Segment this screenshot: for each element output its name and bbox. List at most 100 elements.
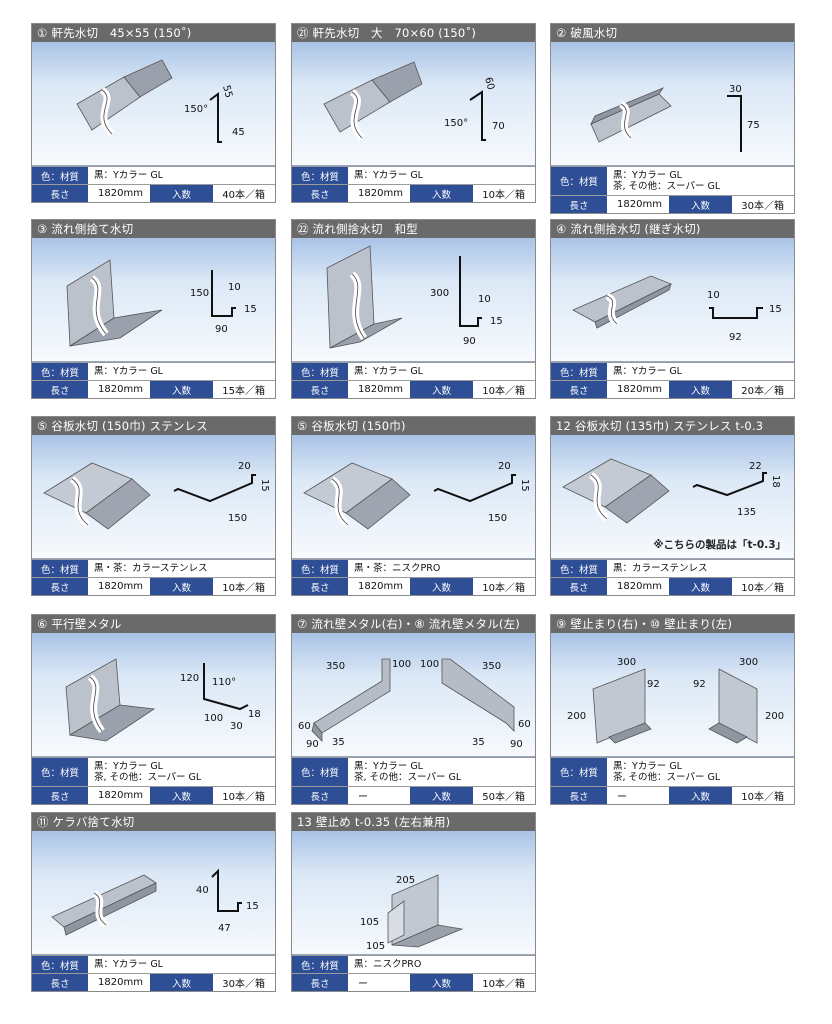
product-image: 20 15 150	[292, 435, 535, 559]
dim-label: 105	[366, 941, 385, 952]
dim-label: 10	[478, 294, 491, 305]
length-label: 長さ	[551, 380, 607, 398]
spec-table: 色：材質 黒：Yカラー GL 長さ 1820mm 入数 10本／箱	[292, 362, 535, 398]
dim-label: 70	[492, 121, 505, 132]
length-value: 1820mm	[88, 380, 151, 398]
quantity-label: 入数	[410, 786, 473, 804]
product-title: ⑤ 谷板水切 (150巾) ステンレス	[32, 417, 275, 435]
product-image: 150 10 15 90	[32, 238, 275, 362]
cross-section	[211, 868, 242, 912]
quantity-value: 10本／箱	[212, 577, 275, 595]
quantity-label: 入数	[150, 380, 213, 398]
dim-label: 20	[498, 461, 511, 472]
material-value: 黒・茶：カラーステンレス	[88, 559, 275, 578]
dim-label: 300	[617, 657, 636, 668]
length-label: 長さ	[292, 786, 348, 804]
dim-label: 90	[215, 324, 228, 335]
product-card-4: ③ 流れ側捨て水切 150 10 15 90 色：材質 黒：Yカラー GL 長さ…	[31, 219, 276, 399]
quantity-value: 30本／箱	[731, 195, 794, 213]
length-label: 長さ	[32, 380, 88, 398]
product-illustration: 20 15 150	[303, 461, 530, 530]
product-title: ⑤ 谷板水切 (150巾)	[292, 417, 535, 435]
cross-section	[211, 270, 236, 317]
quantity-value: 15本／箱	[212, 380, 275, 398]
product-title: ③ 流れ側捨て水切	[32, 220, 275, 238]
spec-table: 色：材質 黒：ニスクPRO 長さ ー 入数 10本／箱	[292, 955, 535, 991]
product-image: 55 150° 45	[32, 42, 275, 166]
color-material-label: 色：材質	[292, 362, 348, 381]
length-value: ー	[348, 786, 411, 804]
cross-section	[692, 472, 767, 497]
dim-label: 60	[298, 721, 311, 732]
product-image: 40 15 47	[32, 831, 275, 955]
dim-label: 300	[430, 288, 449, 299]
dim-label: 90	[306, 739, 319, 750]
left-wall-metal	[441, 658, 515, 732]
verge-flashing-shape	[51, 874, 157, 936]
length-value: 1820mm	[88, 786, 151, 804]
quantity-label: 入数	[669, 380, 732, 398]
dim-label: 55	[220, 84, 234, 99]
product-illustration: 40 15 47	[51, 868, 259, 936]
valley-flashing-shape	[562, 458, 670, 524]
dim-label: 105	[360, 917, 379, 928]
left-wall-stop	[708, 668, 758, 744]
product-card-1: ① 軒先水切 45×55 (150˚) 55 150° 45 色：材質 黒：Yカ…	[31, 23, 276, 203]
dim-label: 92	[693, 679, 706, 690]
spec-table: 色：材質 黒・茶：ニスクPRO 長さ 1820mm 入数 10本／箱	[292, 559, 535, 595]
cross-section	[203, 663, 249, 711]
material-value: 黒：ニスクPRO	[348, 955, 535, 974]
length-label: 長さ	[32, 577, 88, 595]
quantity-value: 30本／箱	[212, 973, 275, 991]
spec-table: 色：材質 黒：Yカラー GL 長さ 1820mm 入数 20本／箱	[551, 362, 794, 398]
quantity-label: 入数	[150, 786, 213, 804]
color-material-label: 色：材質	[551, 362, 607, 381]
dim-label: 120	[180, 673, 199, 684]
dim-label: 350	[482, 661, 501, 672]
product-card-14: 13 壁止め t-0.35 (左右兼用) 205 105 105 色：材質 黒：…	[291, 812, 536, 992]
dim-label: 18	[248, 709, 261, 720]
product-card-12: ⑨ 壁止まり(右)・⑩ 壁止まり(左) 300 92 200 300 92 20…	[550, 614, 795, 805]
material-value: 黒：Yカラー GL	[88, 362, 275, 381]
quantity-value: 50本／箱	[472, 786, 535, 804]
product-image: 205 105 105	[292, 831, 535, 955]
product-title: ⑦ 流れ壁メタル(右)・⑧ 流れ壁メタル(左)	[292, 615, 535, 633]
quantity-value: 10本／箱	[472, 973, 535, 991]
cross-section	[433, 474, 516, 503]
flashing-3d-shape	[572, 275, 672, 329]
product-card-6: ④ 流れ側捨水切 (継ぎ水切) 10 15 92 色：材質 黒：Yカラー GL …	[550, 219, 795, 399]
material-value: 黒：Yカラー GL	[348, 166, 535, 185]
quantity-label: 入数	[410, 577, 473, 595]
product-illustration: 55 150° 45	[76, 59, 245, 143]
spec-table: 色：材質 黒：Yカラー GL 長さ 1820mm 入数 10本／箱	[292, 166, 535, 202]
cross-section	[459, 256, 482, 327]
quantity-value: 10本／箱	[731, 577, 794, 595]
dim-label: 200	[765, 711, 784, 722]
dim-label: 10	[707, 290, 720, 301]
product-illustration: 205 105 105	[360, 874, 464, 952]
length-value: 1820mm	[348, 577, 411, 595]
product-image: 20 15 150	[32, 435, 275, 559]
dim-label: 47	[218, 923, 231, 934]
cross-section	[727, 95, 742, 152]
dim-label: 135	[737, 507, 756, 518]
valley-flashing-shape	[43, 462, 151, 530]
dim-label: 150	[488, 513, 507, 524]
length-value: 1820mm	[348, 380, 411, 398]
flashing-3d-shape	[66, 259, 163, 347]
cross-section	[209, 92, 222, 143]
product-illustration: 120 110° 18 100 30	[65, 658, 261, 742]
product-image: 30 75	[551, 42, 794, 166]
dim-label: 92	[729, 332, 742, 343]
dim-label: 60	[518, 719, 531, 730]
wall-metal-shape	[65, 658, 156, 742]
product-illustration: 300 10 15 90	[326, 245, 503, 349]
color-material-label: 色：材質	[32, 559, 88, 578]
spec-table: 色：材質 黒：カラーステンレス 長さ 1820mm 入数 10本／箱	[551, 559, 794, 595]
color-material-label: 色：材質	[32, 955, 88, 974]
